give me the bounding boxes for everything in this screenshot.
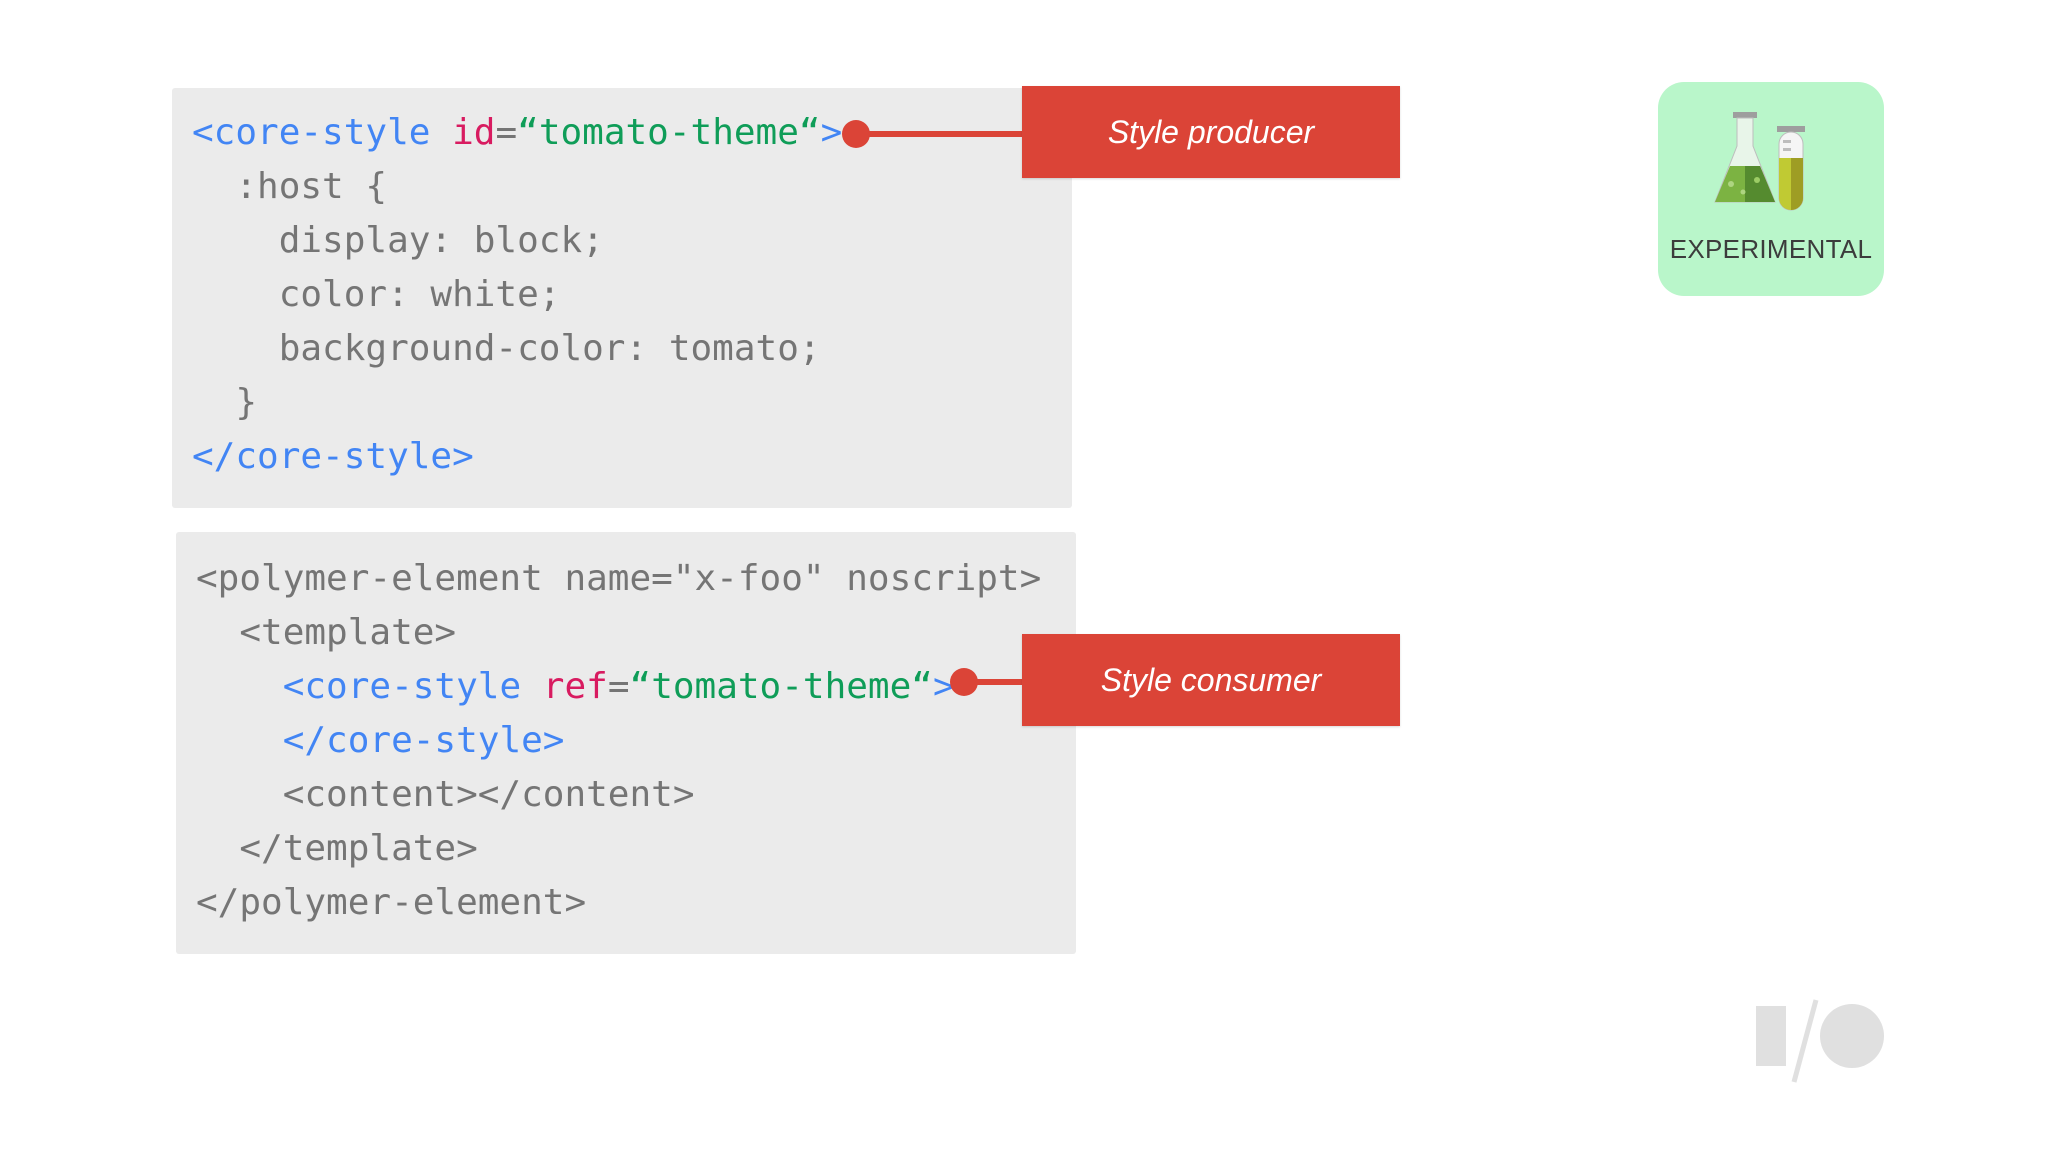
producer-code-line: </core-style> <box>192 430 842 484</box>
code-token: } <box>192 382 258 423</box>
code-token: id <box>452 112 496 153</box>
code-token: <template> <box>196 612 457 653</box>
flask-test-tube-icon <box>1714 112 1805 211</box>
code-token: </template> <box>196 828 478 869</box>
io-logo-icon <box>1756 999 1884 1083</box>
producer-code-line: display: block; <box>192 214 842 268</box>
consumer-code-line: <polymer-element name="x-foo" noscript> <box>196 552 1041 606</box>
producer-code-line: color: white; <box>192 268 842 322</box>
code-token: :host { <box>192 166 388 207</box>
code-token: > <box>820 112 843 153</box>
code-token: <core-style <box>192 112 453 153</box>
producer-code-block: <core-style id=“tomato-theme“> :host { d… <box>192 106 842 484</box>
consumer-code-line: <template> <box>196 606 1041 660</box>
code-token: <core-style <box>282 666 543 707</box>
code-token: = <box>607 666 630 707</box>
code-token: <content></content> <box>196 774 695 815</box>
code-token: “tomato-theme“ <box>629 666 933 707</box>
producer-code-line: :host { <box>192 160 842 214</box>
code-token: display: block; <box>192 220 604 261</box>
code-token: </core-style> <box>192 436 474 477</box>
experimental-label: EXPERIMENTAL <box>1669 234 1873 264</box>
code-token: > <box>932 666 955 707</box>
producer-code-line: } <box>192 376 842 430</box>
consumer-code-line: <core-style ref=“tomato-theme“> <box>196 660 1041 714</box>
experimental-badge: EXPERIMENTAL <box>1658 82 1884 296</box>
code-token: </polymer-element> <box>196 882 587 923</box>
consumer-callout-line <box>964 679 1036 685</box>
style-consumer-label: Style consumer <box>1022 634 1400 726</box>
code-token: </core-style> <box>282 720 565 761</box>
code-token: background-color: tomato; <box>192 328 821 369</box>
code-token: ref <box>542 666 608 707</box>
code-token: color: white; <box>192 274 561 315</box>
consumer-code-block: <polymer-element name="x-foo" noscript> … <box>196 552 1041 930</box>
style-producer-label: Style producer <box>1022 86 1400 178</box>
producer-code-line: background-color: tomato; <box>192 322 842 376</box>
consumer-code-line: </polymer-element> <box>196 876 1041 930</box>
consumer-code-panel: <polymer-element name="x-foo" noscript> … <box>176 532 1076 954</box>
code-token: “tomato-theme“ <box>517 112 821 153</box>
producer-code-line: <core-style id=“tomato-theme“> <box>192 106 842 160</box>
code-token <box>196 720 283 761</box>
code-token: = <box>495 112 518 153</box>
producer-code-panel: <core-style id=“tomato-theme“> :host { d… <box>172 88 1072 508</box>
consumer-code-line: <content></content> <box>196 768 1041 822</box>
consumer-code-line: </core-style> <box>196 714 1041 768</box>
code-token: <polymer-element name="x-foo" noscript> <box>196 558 1042 599</box>
consumer-code-line: </template> <box>196 822 1041 876</box>
producer-callout-line <box>856 131 1036 137</box>
code-token <box>196 666 283 707</box>
